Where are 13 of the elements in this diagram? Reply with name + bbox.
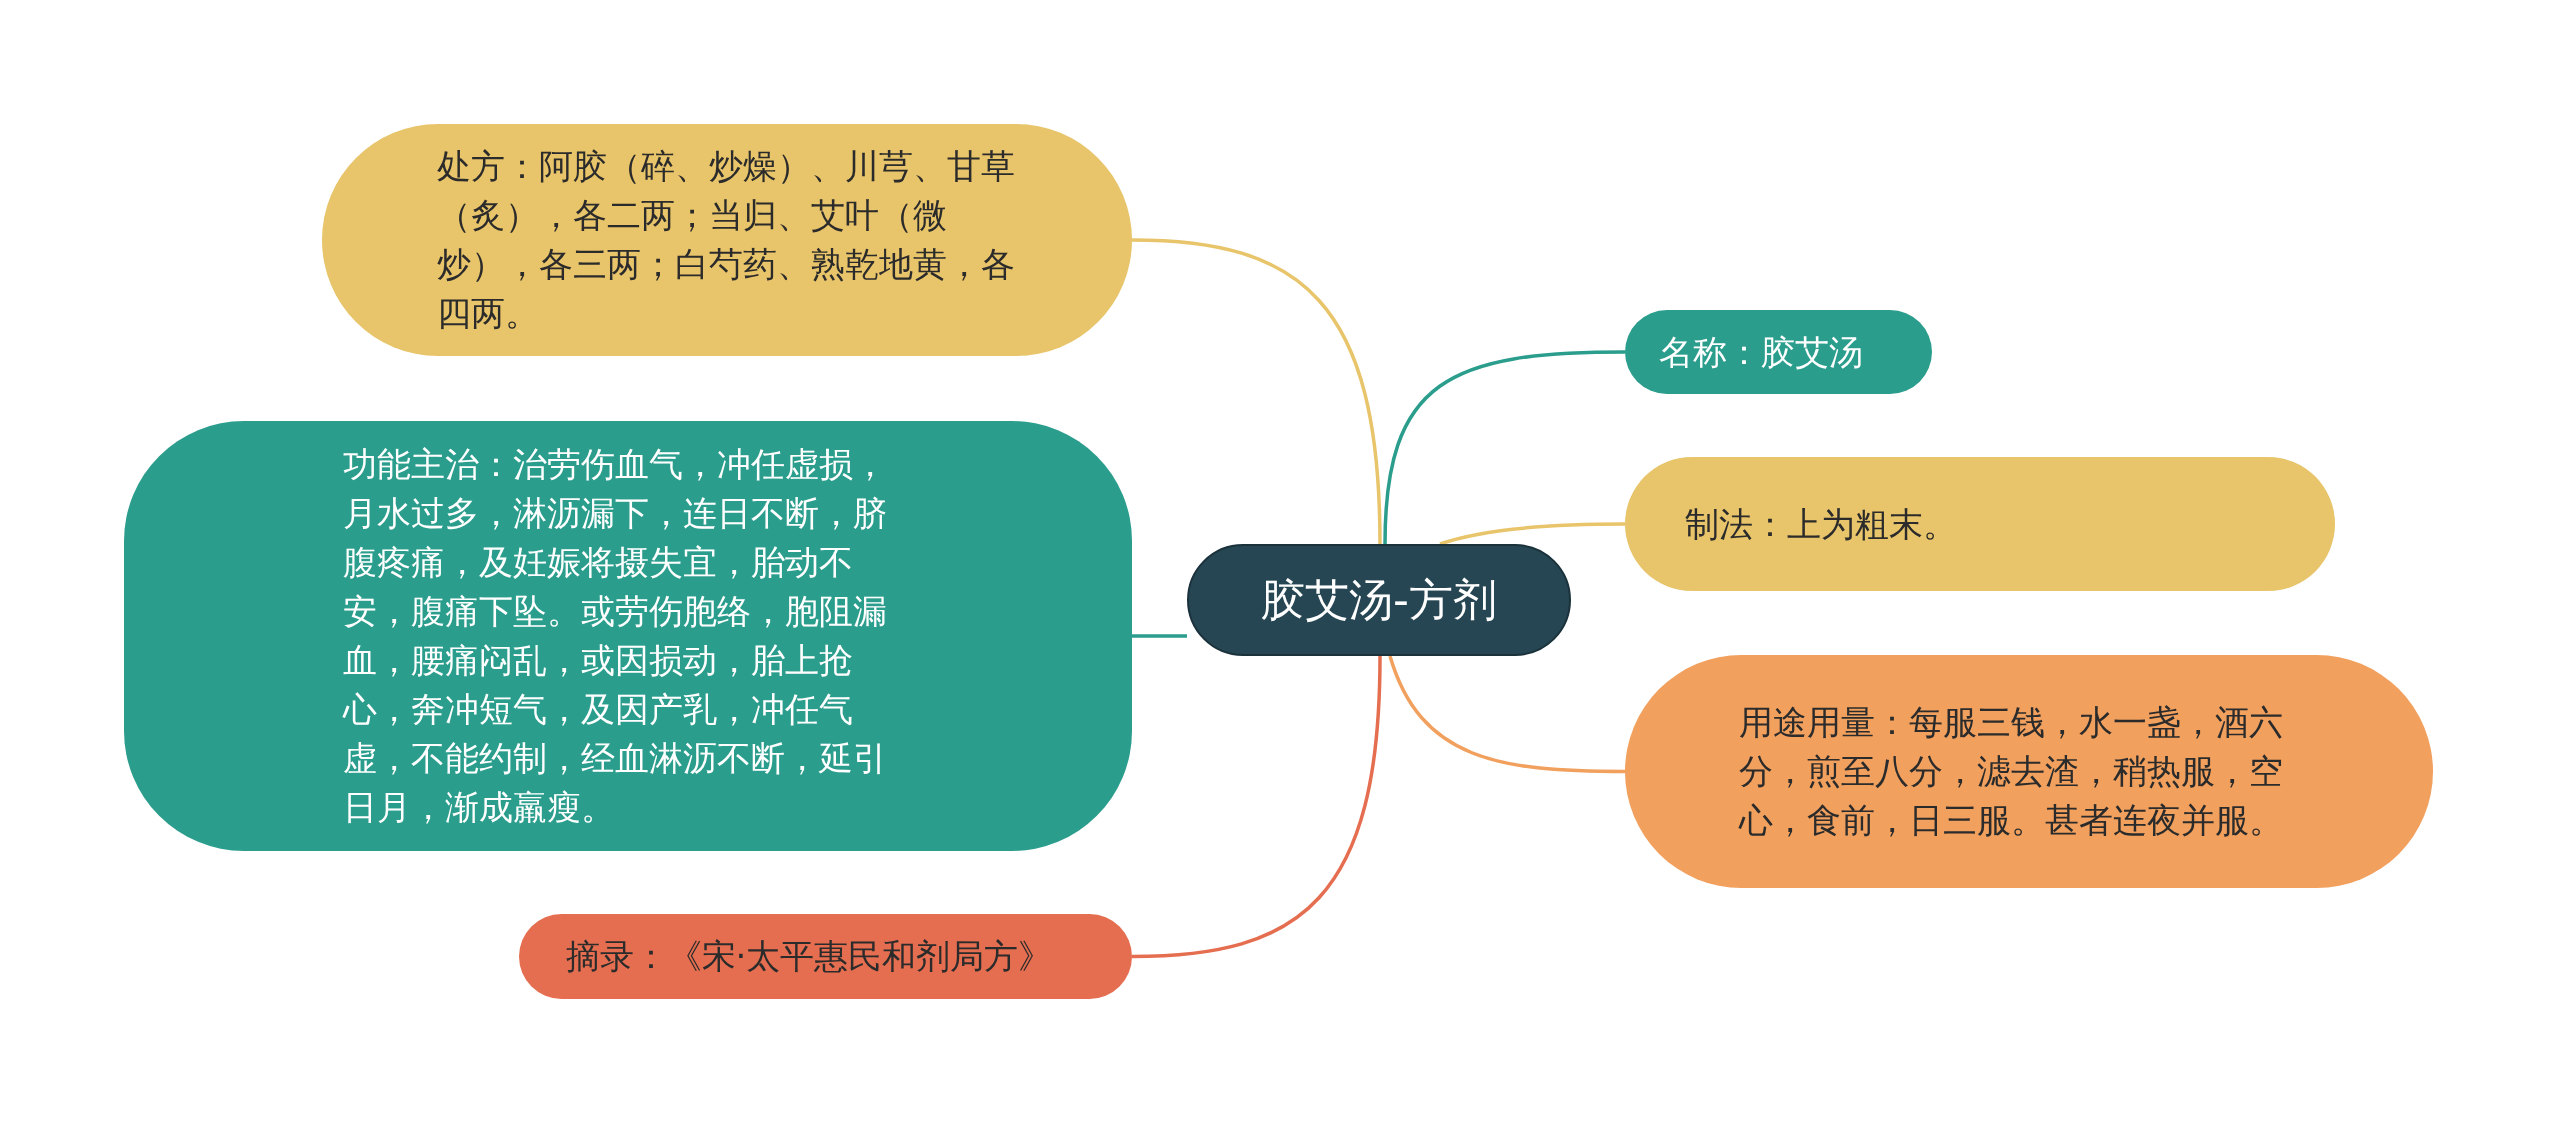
topic-pill: 制法：上为粗末。 (1625, 457, 2335, 591)
connector-line (1131, 238, 1382, 545)
connector-line (1132, 634, 1187, 638)
connector-line (1383, 350, 1626, 545)
topic-pill: 功能主治：治劳伤血气，冲任虚损，月水过多，淋沥漏下，连日不断，脐腹疼痛，及妊娠将摄失宜，胎动不安，腹痛下坠。或劳伤胞络，胞阻漏血，腰痛闷乱，或因损动，胎上抢心，奔冲短气，及因产乳，冲任气虚，不能约制，经血淋沥不断，延引日月，渐成羸瘦。 (124, 421, 1132, 851)
connector-line (1439, 522, 1625, 546)
topic-pill: 名称：胶艾汤 (1625, 310, 1932, 394)
topic-pill: 处方：阿胶（碎、炒燥）、川芎、甘草（炙），各二两；当归、艾叶（微炒），各三两；白芍药、熟乾地黄，各四两。 (322, 124, 1132, 356)
topic-pill: 摘录：《宋·太平惠民和剂局方》 (519, 914, 1132, 999)
connector-line (1388, 655, 1625, 774)
central-topic-pill: 胶艾汤-方剂 (1187, 544, 1571, 656)
connector-line (1131, 655, 1382, 959)
topic-pill: 用途用量：每服三钱，水一盏，酒六分，煎至八分，滤去渣，稍热服，空心，食前，日三服。甚者连夜并服。 (1625, 655, 2433, 888)
